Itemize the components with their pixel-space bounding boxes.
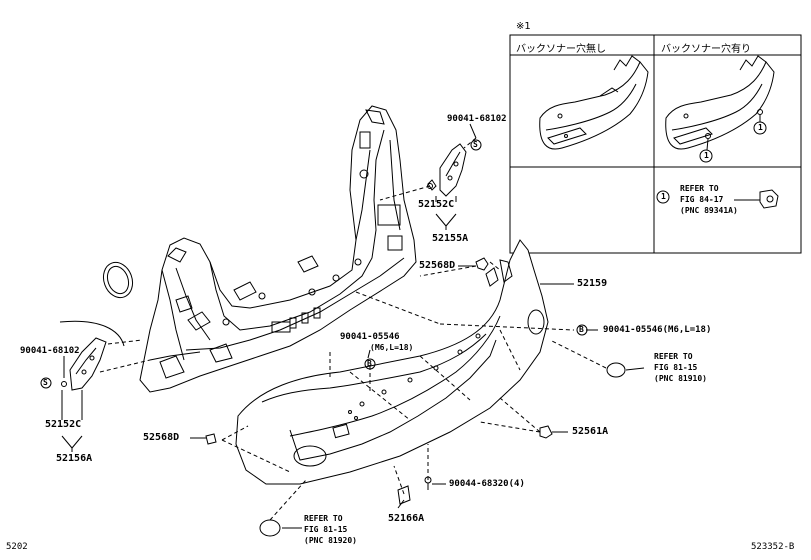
round-cap xyxy=(102,261,134,299)
label-90041-05546-mid: 90041-05546 xyxy=(340,332,400,342)
label-52155a: 52155A xyxy=(432,233,469,244)
label-90044-68320: 90044-68320(4) xyxy=(449,479,525,489)
inset-left-header: バックソナー穴無し xyxy=(516,44,606,55)
bracket-52152c-top xyxy=(427,143,467,197)
footer-right-code: 523352-B xyxy=(751,542,795,552)
bracket-52152c-left xyxy=(61,337,107,391)
inset-legend-symbol: 1 xyxy=(661,192,666,201)
inset-legend xyxy=(656,189,779,209)
label-52561a: 52561A xyxy=(572,426,609,437)
inset-legend-ref-line3: (PNC 89341A) xyxy=(680,206,738,215)
inset-bumper-no-sonar xyxy=(539,55,649,150)
label-90041-68102-top: 90041-68102 xyxy=(447,114,507,124)
inset-legend-ref-line2: FIG 84-17 xyxy=(680,195,724,204)
left-arc xyxy=(59,320,125,347)
symbol-s-left: S xyxy=(43,378,48,387)
ref-right-line1: REFER TO xyxy=(654,352,693,361)
footer-left-code: 5202 xyxy=(6,542,28,552)
label-52156a: 52156A xyxy=(56,453,93,464)
inset-legend-ref-line1: REFER TO xyxy=(680,184,719,193)
inset-right-header: バックソナー穴有り xyxy=(661,44,751,55)
label-52166a: 52166A xyxy=(388,513,425,524)
ref-right-line2: FIG 81-15 xyxy=(654,363,698,372)
symbol-s-top: S xyxy=(473,140,478,149)
label-52568d-top: 52568D xyxy=(419,260,456,271)
small-parts xyxy=(205,257,626,537)
ref-right-line3: (PNC 81910) xyxy=(654,374,707,383)
label-90041-68102-left: 90041-68102 xyxy=(20,346,80,356)
symbol-b-mid: B xyxy=(367,359,372,368)
ref-bottom-line2: FIG 81-15 xyxy=(304,525,348,534)
inset-note: ※1 xyxy=(516,21,531,32)
label-90041-05546-mid-spec: (M6,L=18) xyxy=(370,343,414,352)
symbol-b-right: B xyxy=(579,325,584,334)
ref-bottom-line1: REFER TO xyxy=(304,514,343,523)
bumper-cover xyxy=(235,239,549,485)
inset-bumper-with-sonar xyxy=(665,55,775,163)
label-52152c-top: 52152C xyxy=(418,199,455,210)
back-panel xyxy=(139,105,417,393)
solid-leaders xyxy=(61,123,645,529)
label-52568d-left: 52568D xyxy=(143,432,180,443)
label-52152c-left: 52152C xyxy=(45,419,82,430)
ref-bottom-line3: (PNC 81920) xyxy=(304,536,357,545)
label-52159: 52159 xyxy=(577,278,608,289)
leader-lines xyxy=(99,137,607,521)
label-90041-05546-right: 90041-05546(M6,L=18) xyxy=(603,325,712,335)
inset-callout-1a: 1 xyxy=(704,151,709,160)
inset-callout-1b: 1 xyxy=(758,123,763,132)
inset-box xyxy=(509,34,802,254)
